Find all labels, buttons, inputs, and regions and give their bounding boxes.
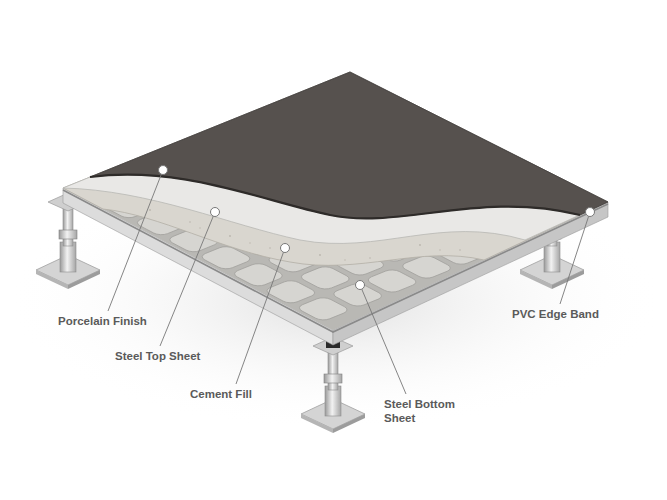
part-label: Steel Bottom Sheet [384,397,464,426]
part-label: Steel Top Sheet [115,349,200,363]
part-label: Cement Fill [190,387,252,401]
part-label: PVC Edge Band [512,307,599,321]
part-label: Porcelain Finish [58,314,147,328]
